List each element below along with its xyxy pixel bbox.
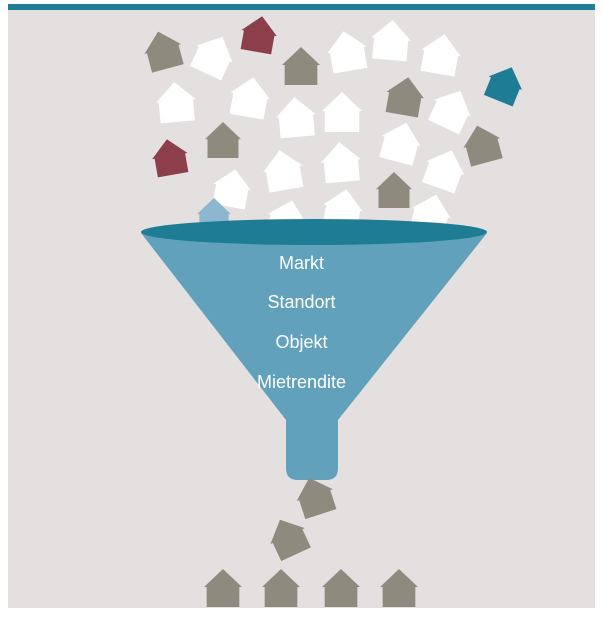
house-icon (152, 139, 189, 178)
criterion-markt: Markt (279, 253, 324, 273)
house-icon (205, 122, 241, 158)
funnel-rim (141, 219, 487, 245)
house-icon (371, 20, 412, 62)
house-icon (262, 569, 300, 607)
house-icon (270, 519, 311, 562)
criterion-standort: Standort (267, 292, 336, 312)
house-icon (322, 92, 362, 132)
house-icon (275, 97, 316, 139)
house-icon (229, 77, 270, 120)
house-icon (327, 31, 368, 74)
house-icon (427, 90, 471, 135)
house-icon (189, 36, 233, 81)
house-icon (420, 34, 461, 77)
house-icon (282, 47, 320, 85)
house-icon (240, 16, 277, 55)
funnel-body (141, 233, 487, 480)
house-icon (322, 569, 360, 607)
houses-above-funnel (144, 16, 523, 244)
house-icon (463, 125, 503, 167)
house-icon (155, 82, 196, 124)
house-icon (379, 122, 421, 166)
house-icon (296, 477, 337, 520)
house-icon (320, 142, 361, 184)
house-icon (380, 569, 418, 607)
house-icon (144, 31, 184, 73)
house-icon (376, 172, 412, 208)
house-icon (263, 150, 304, 193)
accent-bar (8, 4, 595, 10)
house-icon (483, 67, 523, 107)
diagram-panel: Markt Standort Objekt Mietrendite (8, 10, 595, 608)
house-icon (421, 150, 465, 194)
criterion-objekt: Objekt (275, 332, 328, 352)
funnel-diagram (141, 16, 523, 607)
houses-below-funnel (204, 477, 418, 607)
house-icon (385, 77, 424, 118)
house-icon (204, 569, 242, 607)
funnel-icon (141, 219, 487, 480)
criterion-mietrendite: Mietrendite (256, 372, 347, 392)
house-icon (212, 169, 251, 210)
